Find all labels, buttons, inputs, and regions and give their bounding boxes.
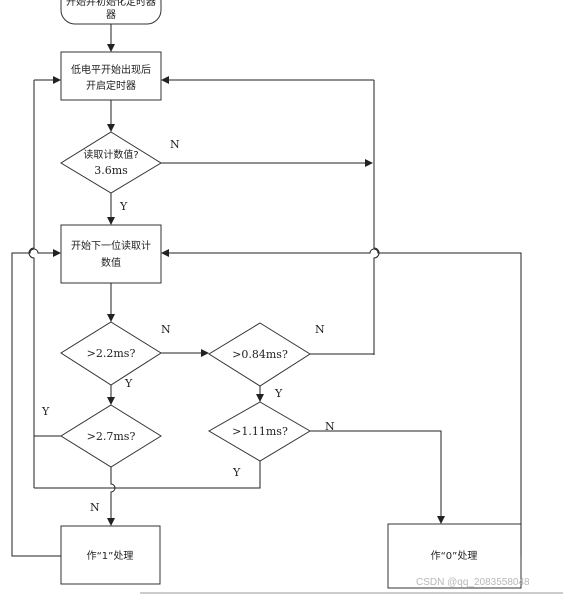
gt-1-11-label: >1.11ms? [232,425,288,438]
start-label-line2: 器 [106,9,116,21]
watermark: CSDN @qq_2083558048 [416,577,530,588]
gt-2-2-no-label: N [161,323,171,336]
gt-1-11-no-label: N [325,420,335,433]
read-count-yes-label: Y [119,200,128,213]
low-level-timer-line2: 开启定时器 [86,79,136,92]
read-count-line2: 3.6ms [94,164,128,177]
gt-0-84-decision: >0.84ms? [208,322,311,387]
gt-1-11-decision: >1.11ms? [208,401,311,462]
gt-2-7-no-label: N [90,501,100,514]
process-zero-label: 作“0”处理 [431,550,478,562]
low-level-timer-line1: 低电平开始出现后 [71,63,151,76]
gt-2-7-yes-label: Y [41,405,50,418]
start-label: 开始并初始化定时器 [66,0,156,8]
read-count-decision: 读取计数值? 3.6ms [60,131,162,194]
connectors [11,24,522,557]
process-zero-box: 作“0”处理 [387,523,522,589]
process-one-box: 作“1”处理 [60,525,161,585]
gt-2-2-label: >2.2ms? [87,347,136,360]
process-one-label: 作“1”处理 [87,550,134,562]
read-count-start-box: 开始下一位读取计 数值 [60,224,162,284]
gt-0-84-no-label: N [315,323,325,336]
gt-2-7-label: >2.7ms? [87,430,136,443]
gt-2-2-decision: >2.2ms? [60,321,162,386]
branch-labels: N Y N Y N Y Y N N Y [41,138,335,514]
read-count-start-line1: 开始下一位读取计 [71,239,151,252]
start-terminator: 开始并初始化定时器 器 [60,0,162,25]
low-level-timer-box: 低电平开始出现后 开启定时器 [60,51,162,101]
gt-0-84-yes-label: Y [274,387,283,400]
read-count-start-line2: 数值 [101,256,121,269]
gt-2-2-yes-label: Y [124,377,133,390]
gt-2-7-decision: >2.7ms? [60,404,162,468]
read-count-line1: 读取计数值? [83,148,138,161]
read-count-no-label: N [170,138,180,151]
gt-1-11-yes-label: Y [232,466,241,479]
gt-0-84-label: >0.84ms? [232,348,288,361]
